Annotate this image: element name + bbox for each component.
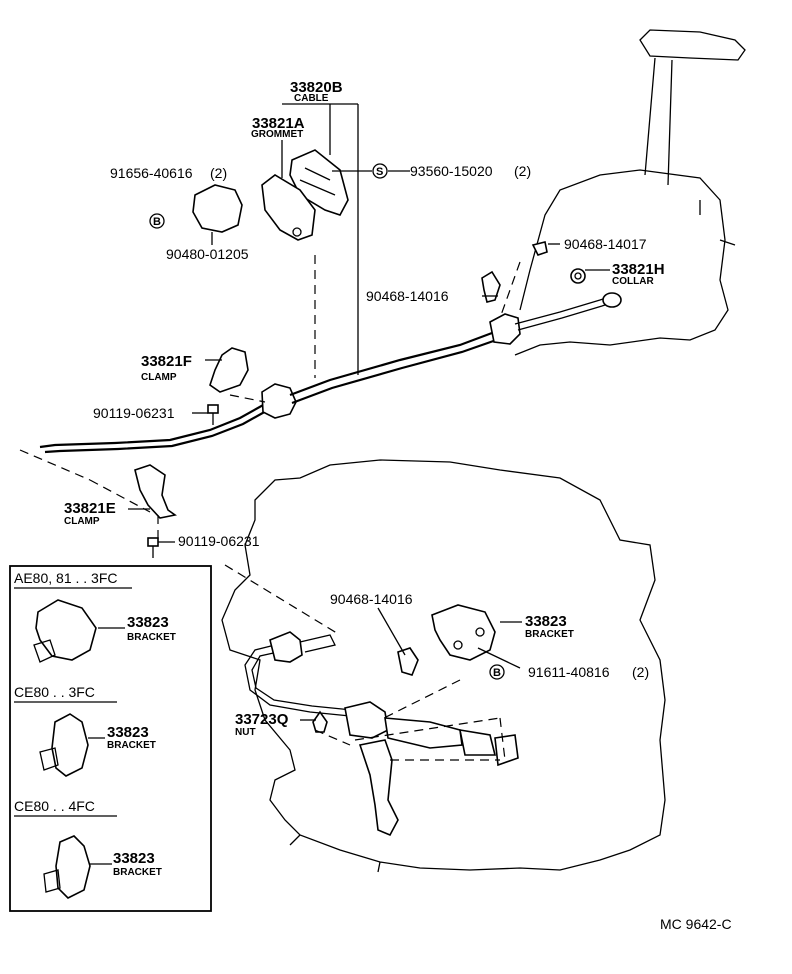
screw-93560-qty-label: (2) [514, 163, 531, 179]
clip-14016-lower-number-label: 90468-14016 [330, 591, 413, 607]
collar-name-label: COLLAR [612, 276, 654, 287]
collar-number-label: 33821H [612, 261, 665, 278]
variants-panel: AE80, 81 . . 3FC 33823 BRACKET CE80 . . … [9, 565, 212, 912]
bolt-lower [147, 537, 159, 558]
cap-number-label: 90480-01205 [166, 246, 249, 262]
cap [192, 184, 243, 233]
clamp-33821f-number-label: 33821F [141, 353, 192, 370]
clamp-33821f [209, 347, 249, 393]
catalog-reference: MC 9642-C [660, 916, 732, 932]
variant-3-part-name: BRACKET [113, 867, 162, 878]
lower-cable [244, 631, 519, 767]
bolt-91656-qty-label: (2) [210, 165, 227, 181]
clip-14017 [531, 241, 548, 256]
bracket-main-name-label: BRACKET [525, 629, 574, 640]
lever-arm [358, 739, 399, 837]
bracket-33823-main [431, 604, 496, 661]
variant-2-part-name: BRACKET [107, 740, 156, 751]
bolt-upper-number-label: 90119-06231 [93, 405, 175, 421]
variant-3-part-number: 33823 [113, 850, 155, 867]
nut-name-label: NUT [235, 727, 256, 738]
nut-number-label: 33723Q [235, 711, 289, 728]
variant-3-title: CE80 . . 4FC [14, 798, 95, 814]
clip-14016-upper [481, 270, 501, 303]
grommet-number-label: 33821A [252, 115, 305, 132]
variant-2-part-number: 33823 [107, 724, 149, 741]
cable-number-label: 33820B [290, 79, 343, 96]
cable-name-label: CABLE [294, 93, 329, 104]
variant-1-part-name: BRACKET [127, 632, 176, 643]
variant-1-bracket-drawing [35, 599, 97, 661]
bolt-91611-symbol-label: B [493, 667, 501, 679]
assembly-lines [19, 255, 521, 761]
screw-93560-symbol-label: S [376, 166, 383, 178]
bracket-main-number-label: 33823 [525, 613, 567, 630]
lower-transmission-housing [221, 459, 666, 873]
bolt-91656-symbol-circle [149, 213, 165, 229]
variant-1-part-number: 33823 [127, 614, 169, 631]
grommet [261, 174, 316, 241]
clamp-33821e-number-label: 33821E [64, 500, 116, 517]
variant-2-bracket-drawing [51, 713, 89, 777]
bolt-91611-symbol-circle [489, 664, 505, 680]
bolt-upper [207, 404, 219, 425]
clamp-33821e-name-label: CLAMP [64, 516, 100, 527]
variant-3-bracket-drawing [55, 835, 91, 899]
shift-cable [39, 292, 622, 454]
clip-14016-upper-number-label: 90468-14016 [366, 288, 449, 304]
upper-transmission-housing [514, 29, 746, 356]
variant-1-title: AE80, 81 . . 3FC [14, 570, 118, 586]
clip-14016-lower [397, 647, 419, 676]
screw-93560-symbol-circle [372, 163, 388, 179]
clamp-33821f-name-label: CLAMP [141, 372, 177, 383]
bolt-91611-qty-label: (2) [632, 664, 649, 680]
bolt-lower-number-label: 90119-06231 [178, 533, 260, 549]
collar [570, 268, 586, 284]
nut-33723q [312, 710, 328, 733]
leader-lines [128, 103, 610, 721]
clamp-33821e [134, 464, 177, 519]
bolt-91656-number-label: 91656-40616 [110, 165, 193, 181]
cable-plate [289, 149, 349, 216]
bolt-91611-number-label: 91611-40816 [528, 664, 610, 680]
grommet-name-label: GROMMET [251, 129, 303, 140]
variant-2-title: CE80 . . 3FC [14, 684, 95, 700]
bolt-91656-symbol-label: B [153, 216, 161, 228]
clip-14017-number-label: 90468-14017 [564, 236, 647, 252]
screw-93560-number-label: 93560-15020 [410, 163, 493, 179]
